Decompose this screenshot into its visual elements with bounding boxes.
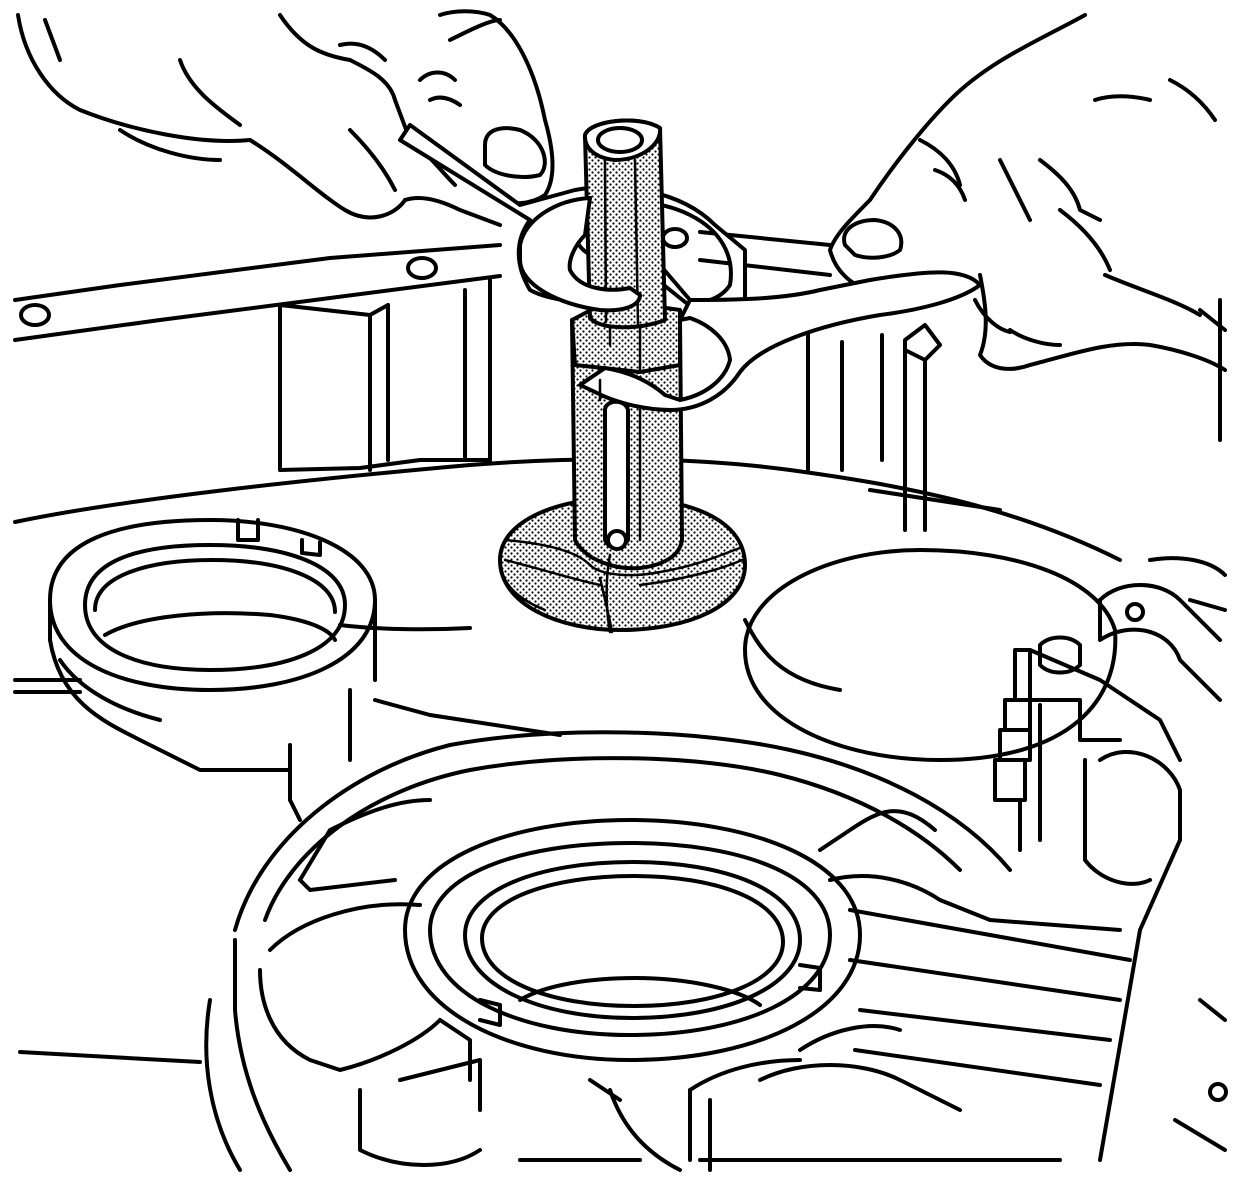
lower-seal-bore: [403, 818, 862, 1062]
right-open-bore: [743, 548, 1118, 762]
tool-base-detail: [503, 558, 744, 587]
left-hand: [16, 9, 555, 227]
lower-housing: [18, 730, 1132, 1172]
upper-wrench-jaw: [518, 196, 642, 313]
left-bearing-bore: [48, 518, 377, 802]
right-bracket: [993, 556, 1228, 1162]
lower-wrench: [578, 270, 982, 412]
case-inner-ribs: [278, 278, 1222, 532]
right-hand: [828, 13, 1227, 372]
